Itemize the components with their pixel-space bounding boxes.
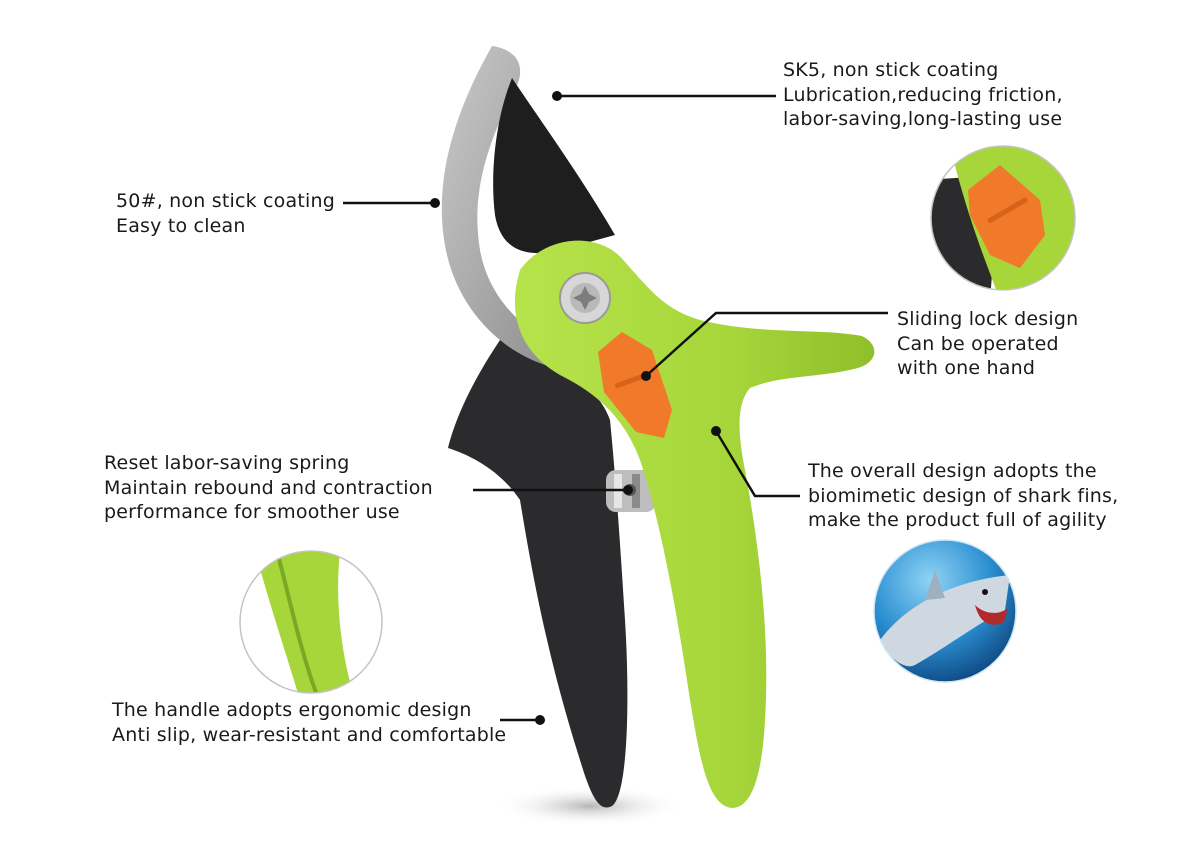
- callout-line: Reset labor-saving spring: [104, 452, 350, 474]
- callout-line: Can be operated: [897, 332, 1059, 355]
- lock-detail-zoom: [930, 145, 1076, 291]
- callout-line: biomimetic design of shark fins,: [808, 484, 1119, 507]
- handle-detail-zoom: [239, 550, 383, 694]
- sliding-lock: [598, 332, 672, 438]
- callout-line: with one hand: [897, 357, 1036, 379]
- callout-line: Sliding lock design: [897, 308, 1079, 330]
- callout-sliding-lock: Sliding lock design Can be operated with…: [897, 307, 1078, 381]
- callout-sk5-blade: SK5, non stick coating Lubrication,reduc…: [783, 58, 1063, 132]
- callout-shark-fin-design: The overall design adopts the biomimetic…: [808, 459, 1118, 533]
- callout-line: The overall design adopts the: [808, 460, 1097, 482]
- pivot-bolt-icon: [559, 272, 611, 324]
- callout-line: Lubrication,reducing friction,: [783, 83, 1063, 106]
- shark-illustration: [873, 539, 1017, 683]
- upper-blade-black: [493, 78, 615, 254]
- floor-shadow: [495, 786, 685, 826]
- callout-line: Anti slip, wear-resistant and comfortabl…: [112, 723, 507, 746]
- callout-reset-spring: Reset labor-saving spring Maintain rebou…: [104, 451, 433, 525]
- callout-line: performance for smoother use: [104, 501, 400, 523]
- callout-line: SK5, non stick coating: [783, 59, 999, 81]
- callout-line: 50#, non stick coating: [116, 190, 335, 212]
- callout-upper-blade: 50#, non stick coating Easy to clean: [116, 189, 335, 238]
- callout-line: The handle adopts ergonomic design: [112, 699, 472, 721]
- upper-blade-grey: [441, 46, 560, 365]
- callout-ergonomic-handle: The handle adopts ergonomic design Anti …: [112, 698, 506, 747]
- leader-dots: [430, 91, 721, 725]
- callout-line: Maintain rebound and contraction: [104, 476, 433, 499]
- callout-line: make the product full of agility: [808, 509, 1107, 531]
- callout-line: labor-saving,long-lasting use: [783, 108, 1063, 130]
- leader-lines: [343, 94, 888, 722]
- callout-line: Easy to clean: [116, 214, 246, 237]
- lower-handle: [448, 340, 628, 808]
